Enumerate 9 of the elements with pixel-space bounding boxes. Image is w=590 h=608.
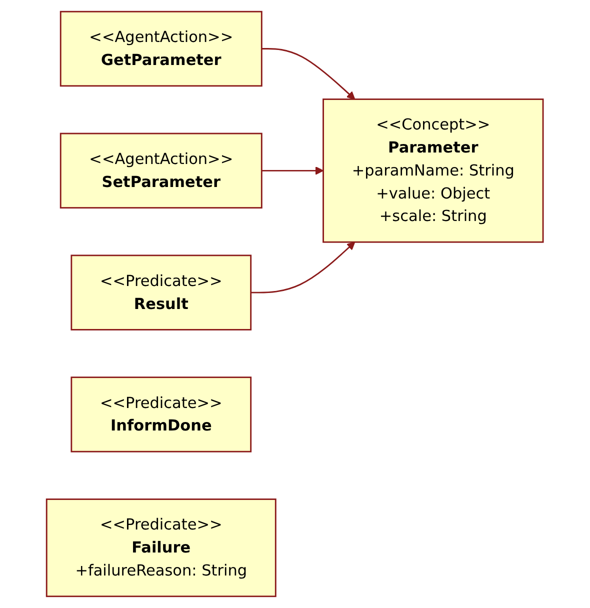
node-box: <<AgentAction>> GetParameter xyxy=(60,10,263,87)
arrow xyxy=(262,48,356,100)
node-box: <<Concept>> Parameter +paramName: String +value: Object +scale: String xyxy=(322,98,544,243)
node-box: <<Predicate>> InformDone xyxy=(70,376,252,452)
node-box: <<AgentAction>> SetParameter xyxy=(60,132,263,209)
arrow xyxy=(262,166,324,175)
node-box: <<Predicate>> Failure +failureReason: String xyxy=(46,498,277,598)
node-box: <<Predicate>> Result xyxy=(70,254,252,330)
arrow xyxy=(251,242,356,294)
